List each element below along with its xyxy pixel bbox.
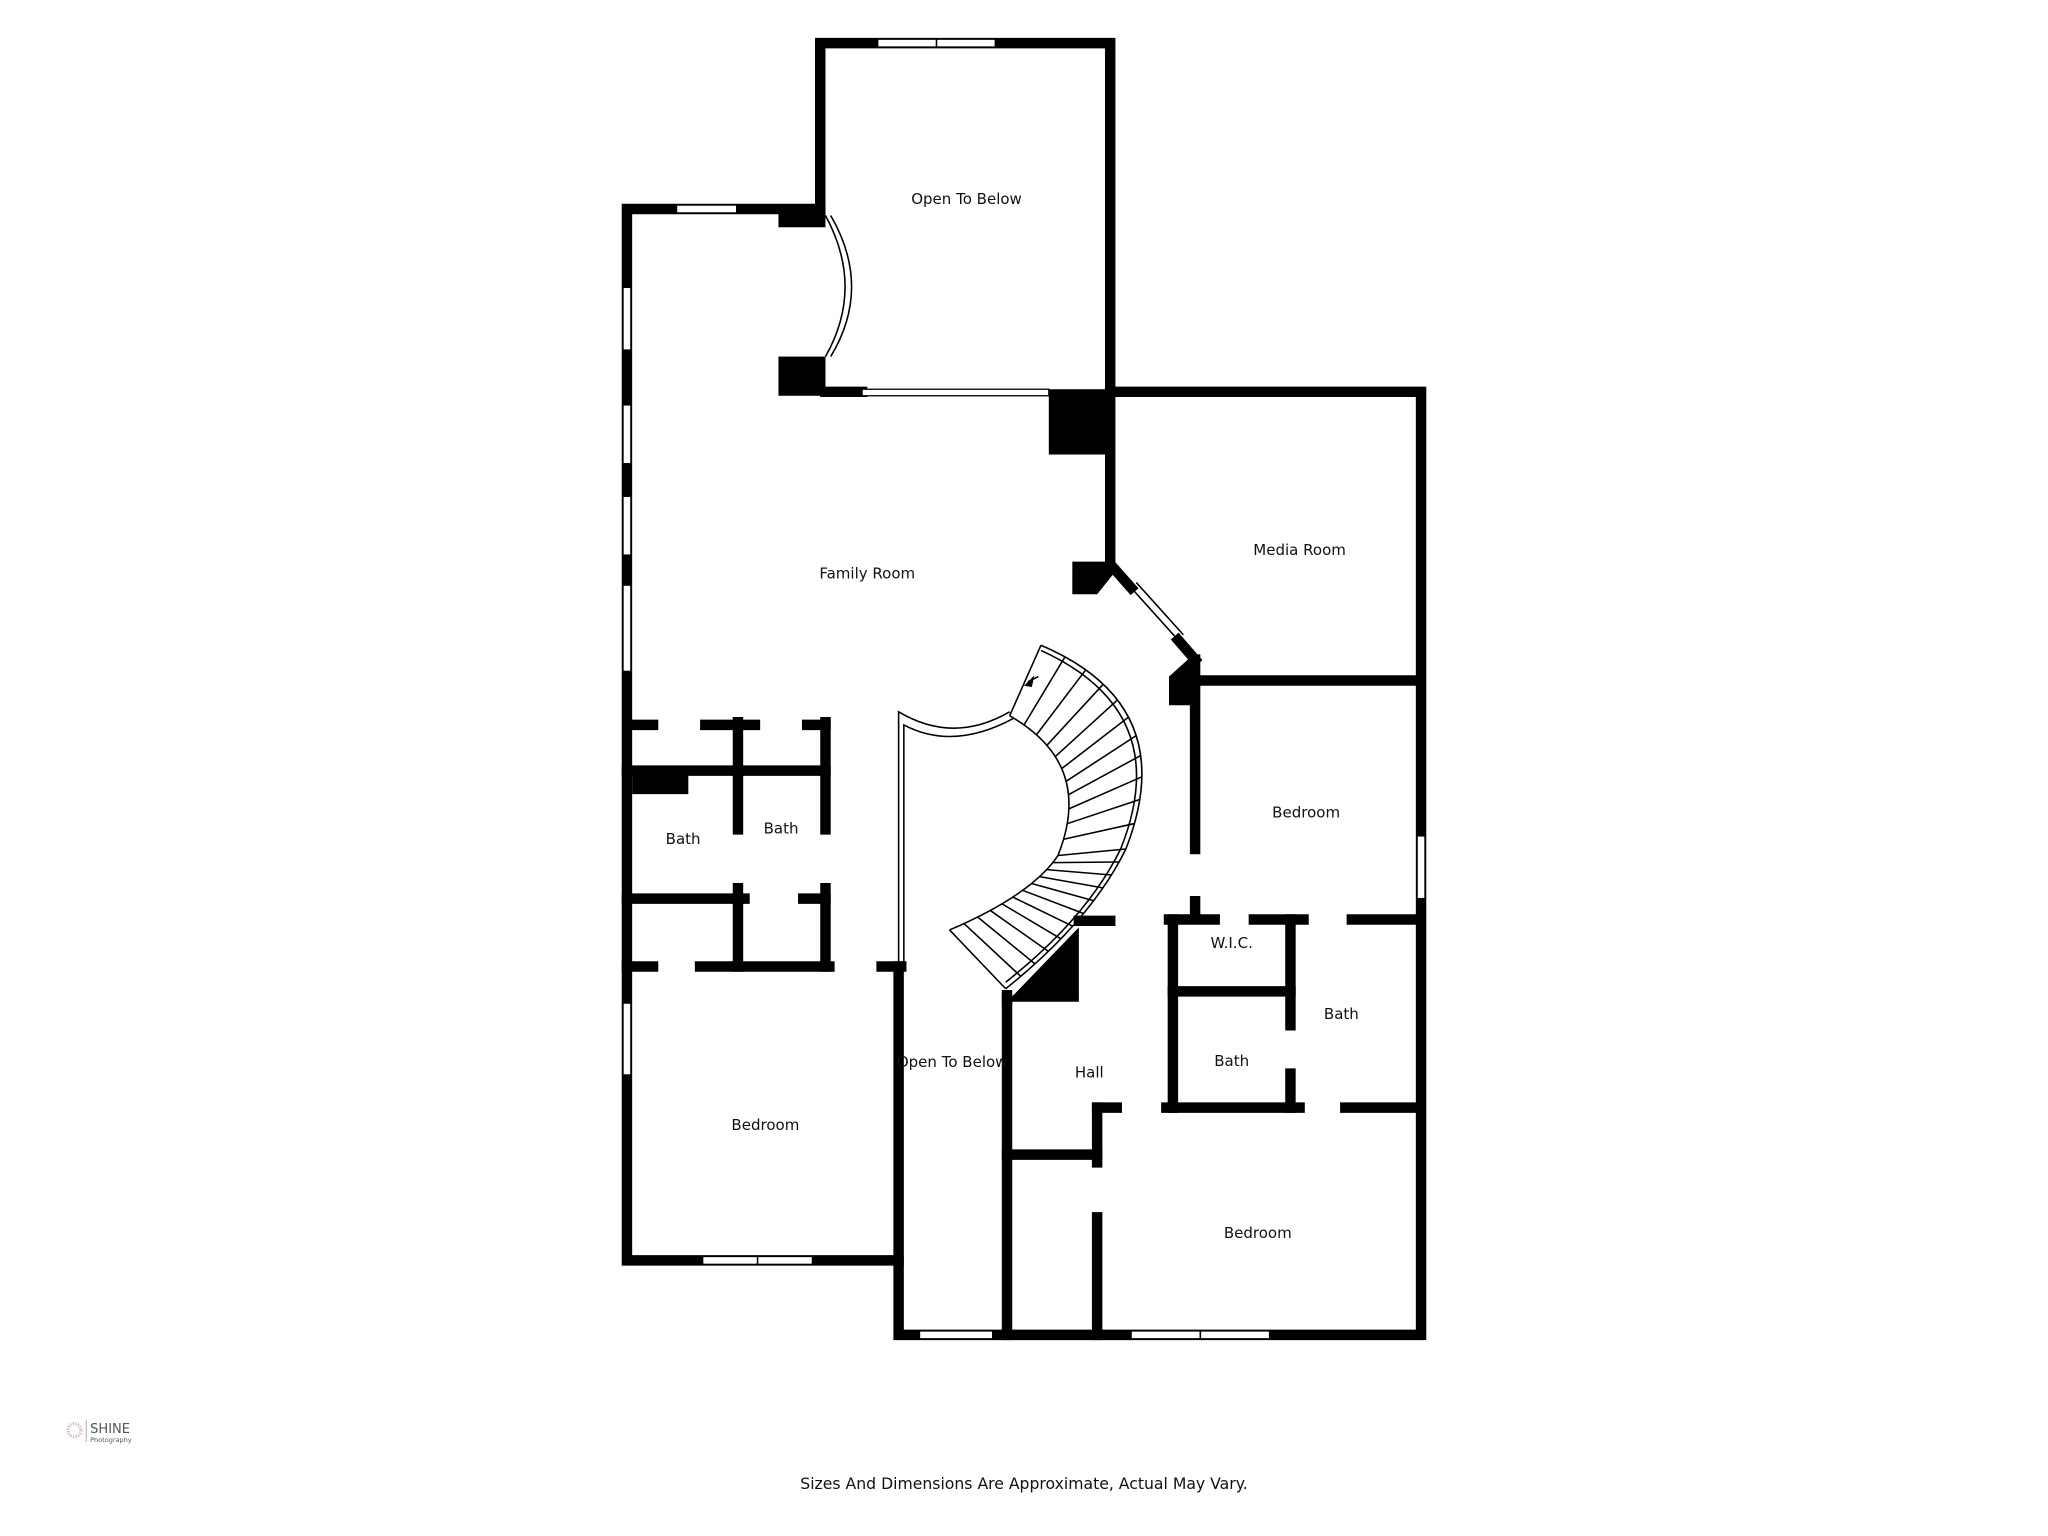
label-bedroom-left: Bedroom: [731, 1116, 799, 1134]
stair-tread: [1061, 716, 1129, 770]
open-to-below-rail: [897, 710, 1014, 967]
logo: SHINE Photography: [66, 1419, 132, 1444]
label-bedroom-bottom-right: Bedroom: [1224, 1224, 1292, 1242]
svg-text:SHINE: SHINE: [90, 1422, 130, 1437]
walls: [621, 37, 1427, 1341]
label-bath-right-1: Bath: [1324, 1005, 1359, 1023]
stair-tread: [1068, 754, 1142, 796]
label-family-room: Family Room: [819, 565, 915, 583]
stair-tread: [1066, 798, 1141, 825]
stair-tread: [1023, 656, 1066, 726]
label-bath-left-2: Bath: [764, 819, 799, 837]
label-open-to-below-top: Open To Below: [911, 190, 1022, 208]
stair-tread: [1046, 868, 1112, 876]
stair-tread: [1012, 896, 1073, 927]
stair-tread: [1065, 734, 1137, 782]
stair-tread: [1031, 882, 1094, 902]
label-open-to-below-middle: Open To Below: [897, 1053, 1008, 1071]
label-bath-right-2: Bath: [1214, 1052, 1249, 1070]
stair-tread: [977, 916, 1036, 965]
stair-tread: [1068, 776, 1143, 810]
stair-tread: [1054, 699, 1119, 758]
stair-tread: [1022, 889, 1084, 915]
stair-tread: [1001, 903, 1062, 940]
stair-tread: [1052, 861, 1120, 864]
room-labels: Open To Below Family Room Media Room Bed…: [666, 190, 1359, 1242]
label-hall: Hall: [1075, 1064, 1104, 1082]
disclaimer: Sizes And Dimensions Are Approximate, Ac…: [800, 1474, 1247, 1493]
stair-tread: [1046, 683, 1104, 746]
stair-tread: [963, 922, 1022, 977]
stair-tread: [1039, 875, 1104, 889]
stair-tread: [1063, 822, 1135, 841]
label-bedroom-right-upper: Bedroom: [1272, 804, 1340, 822]
stair-tread: [989, 909, 1049, 953]
sun-icon: [66, 1422, 83, 1439]
windows: [622, 38, 1426, 1340]
stair-tread: [1035, 669, 1087, 736]
stair-tread: [1057, 848, 1126, 857]
svg-text:Photography: Photography: [90, 1436, 132, 1444]
label-bath-left-1: Bath: [666, 830, 701, 848]
label-wic: W.I.C.: [1210, 934, 1252, 952]
label-media-room: Media Room: [1253, 541, 1346, 559]
staircase[interactable]: [948, 644, 1143, 990]
bay-arc: [824, 215, 853, 357]
